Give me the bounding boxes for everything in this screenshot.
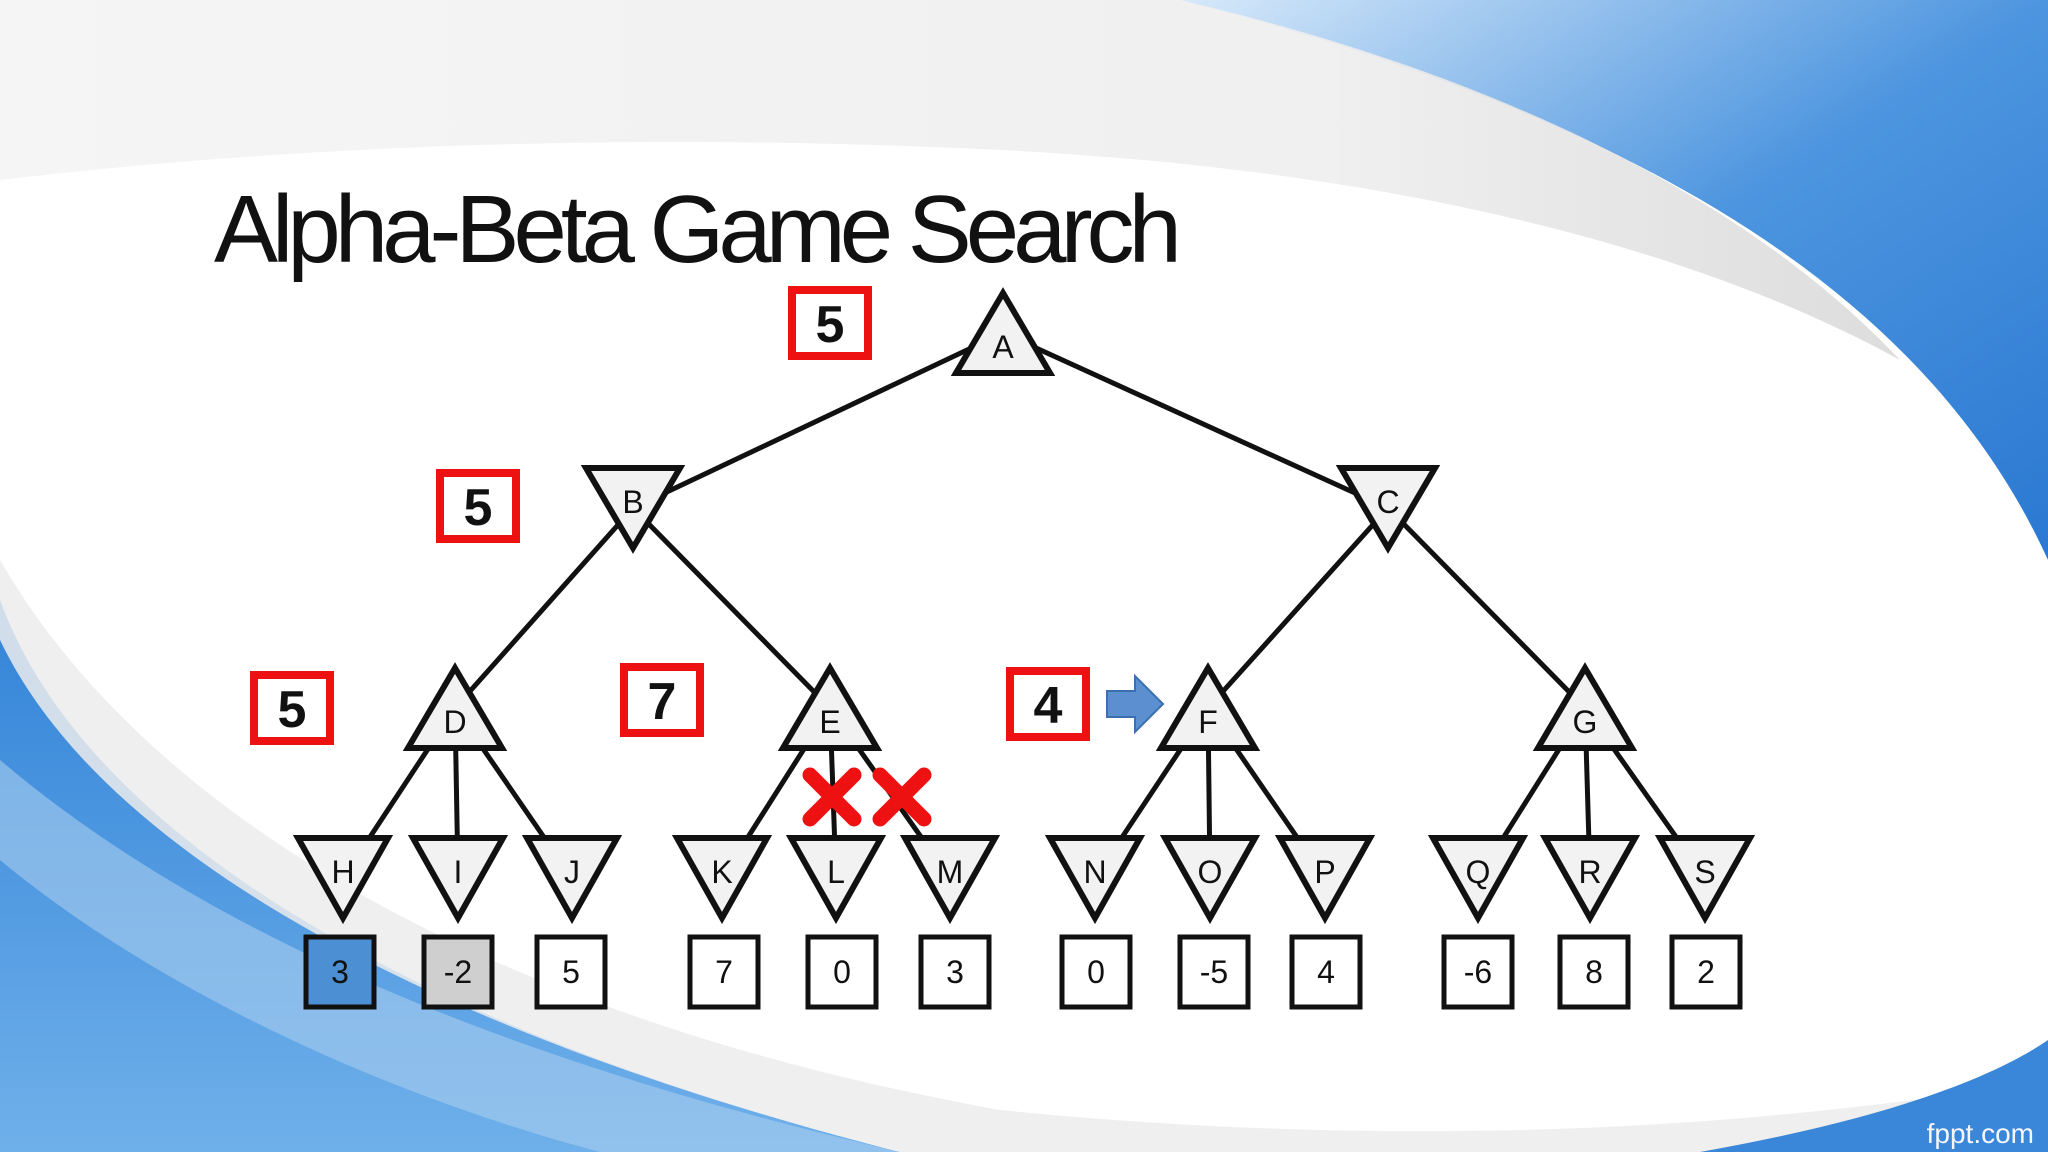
backed-up-value-box-b [436, 469, 520, 543]
node-j-min-triangle[interactable] [521, 835, 623, 925]
node-s-min-triangle[interactable] [1654, 835, 1756, 925]
node-j-label: J [564, 854, 580, 890]
bottom-right-swoosh [1700, 1040, 2048, 1152]
watermark: fppt.com [1926, 1118, 2034, 1149]
leaf-value-box-j [534, 934, 608, 1010]
edge-C-G [1386, 506, 1587, 710]
node-r-label: R [1578, 854, 1601, 890]
node-g-max-triangle[interactable] [1532, 662, 1638, 751]
node-c-label: C [1376, 484, 1399, 520]
edge-B-E [631, 506, 832, 710]
leaf-value-box-o [1177, 934, 1251, 1010]
node-o-min-triangle[interactable] [1159, 835, 1261, 925]
edge-C-F [1206, 506, 1390, 710]
backed-up-value-d: 5 [278, 681, 307, 739]
leaf-value-box-k [687, 934, 761, 1010]
node-b-min-triangle[interactable] [580, 465, 686, 554]
node-q-min-triangle[interactable] [1427, 835, 1529, 925]
node-d-label: D [443, 704, 466, 740]
leaf-value-q: -6 [1464, 954, 1492, 990]
leaf-value-box-n [1059, 934, 1133, 1010]
current-node-arrow-icon [1106, 673, 1165, 735]
node-s-label: S [1694, 854, 1715, 890]
bottom-left-light [0, 760, 900, 1152]
leaf-value-m: 3 [946, 954, 964, 990]
leaf-value-box-i [421, 934, 495, 1010]
leaf-value-k: 7 [715, 954, 733, 990]
leaf-value-box-q [1441, 934, 1515, 1010]
leaf-value-r: 8 [1585, 954, 1603, 990]
leaf-value-h: 3 [331, 954, 349, 990]
leaf-value-j: 5 [562, 954, 580, 990]
node-m-label: M [937, 854, 964, 890]
node-f-max-triangle[interactable] [1155, 662, 1261, 751]
node-e-max-triangle[interactable] [777, 662, 883, 751]
node-q-label: Q [1466, 854, 1491, 890]
edge-A-C [1001, 330, 1390, 511]
node-i-min-triangle[interactable] [407, 835, 509, 925]
node-b-label: B [622, 484, 643, 520]
node-r-min-triangle[interactable] [1539, 835, 1641, 925]
node-f-label: F [1198, 704, 1218, 740]
top-grey-band [0, 0, 1900, 360]
leaf-value-box-s [1669, 934, 1743, 1010]
leaf-value-box-r [1557, 934, 1631, 1010]
node-d-max-triangle[interactable] [402, 662, 508, 751]
backed-up-value-f: 4 [1034, 677, 1063, 735]
prune-x-icon-e-l [802, 767, 862, 827]
node-o-label: O [1198, 854, 1223, 890]
backed-up-value-box-e [620, 663, 704, 737]
node-m-min-triangle[interactable] [899, 835, 1001, 925]
leaf-value-l: 0 [833, 954, 851, 990]
bottom-grey-band [0, 560, 2048, 1152]
leaf-value-o: -5 [1200, 954, 1228, 990]
leaf-value-box-l [805, 934, 879, 1010]
leaf-value-p: 4 [1317, 954, 1335, 990]
node-h-min-triangle[interactable] [292, 835, 394, 925]
backed-up-value-e: 7 [648, 673, 677, 731]
node-i-label: I [454, 854, 463, 890]
slide-title: Alpha-Beta Game Search [214, 176, 1182, 283]
leaf-value-i: -2 [444, 954, 472, 990]
node-n-min-triangle[interactable] [1044, 835, 1146, 925]
top-right-swoosh [1180, 0, 2048, 560]
node-c-min-triangle[interactable] [1335, 465, 1441, 554]
node-a-max-triangle[interactable] [950, 287, 1056, 376]
backed-up-value-box-f [1006, 667, 1090, 741]
backed-up-value-box-a [788, 286, 872, 360]
backed-up-value-b: 5 [464, 479, 493, 537]
node-a-label: A [992, 329, 1014, 365]
backed-up-value-a: 5 [816, 296, 845, 354]
leaf-value-box-m [918, 934, 992, 1010]
node-h-label: H [331, 854, 354, 890]
backed-up-value-box-d [250, 671, 334, 745]
node-n-label: N [1083, 854, 1106, 890]
node-k-min-triangle[interactable] [671, 835, 773, 925]
node-p-label: P [1314, 854, 1335, 890]
prune-x-icon-e-m [872, 767, 932, 827]
node-g-label: G [1573, 704, 1598, 740]
node-e-label: E [819, 704, 840, 740]
node-p-min-triangle[interactable] [1274, 835, 1376, 925]
leaf-value-s: 2 [1697, 954, 1715, 990]
bottom-left-swoosh [0, 600, 900, 1152]
node-l-label: L [827, 854, 845, 890]
leaf-value-n: 0 [1087, 954, 1105, 990]
edge-A-B [631, 330, 1005, 511]
leaf-value-box-h [303, 934, 377, 1010]
edge-B-D [453, 506, 635, 710]
node-k-label: K [711, 854, 732, 890]
leaf-value-box-p [1289, 934, 1363, 1010]
node-l-min-triangle[interactable] [785, 835, 887, 925]
